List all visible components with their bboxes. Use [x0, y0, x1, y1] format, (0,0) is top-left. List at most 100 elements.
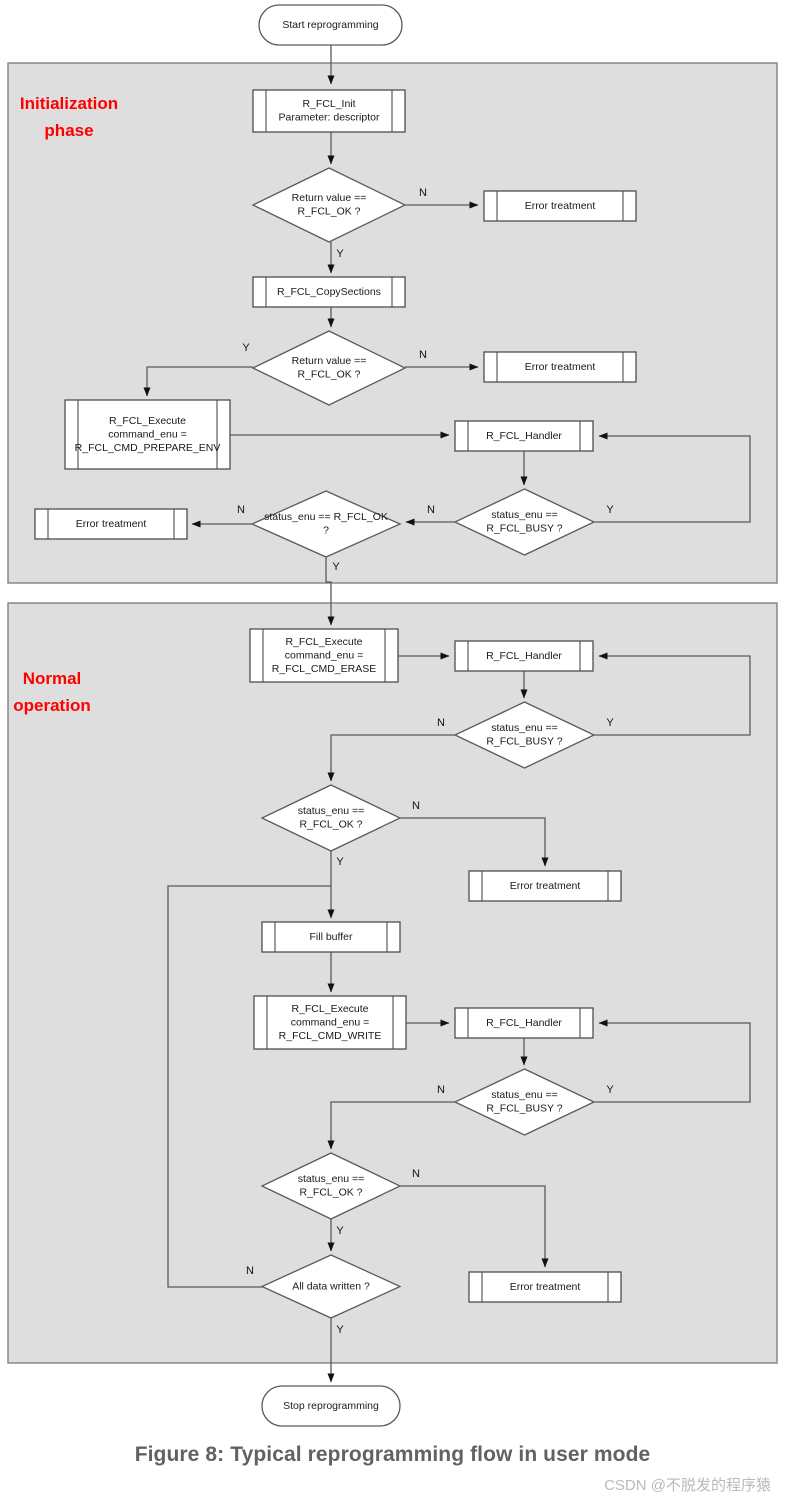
node-init-err-1: Error treatment — [483, 190, 637, 222]
node-handler-3: R_FCL_Handler — [454, 1007, 594, 1039]
phase-label-line2: phase — [44, 121, 93, 140]
node-text-line: R_FCL_Execute — [109, 415, 186, 427]
node-text-line: ? — [323, 525, 329, 537]
connector-e-busy1-loop: Y — [594, 432, 751, 523]
connector-e-ok2-err: N — [400, 800, 549, 867]
node-fill-buffer: Fill buffer — [261, 921, 401, 953]
connector-label: Y — [336, 1324, 344, 1336]
connector-e-ok2-fill: Y — [327, 851, 344, 919]
connector-label: Y — [606, 717, 614, 729]
connector-e-check2-prepare: Y — [143, 342, 253, 397]
process-shape — [454, 420, 594, 452]
process-shape — [34, 508, 188, 540]
decision-shape — [260, 784, 402, 852]
node-all-data-written: All data written ? — [260, 1254, 402, 1319]
node-text-line: All data written ? — [292, 1280, 370, 1292]
connector-e-retcheck-copy: Y — [327, 242, 344, 274]
node-ok-check-3: status_enu == R_FCL_OK ? — [260, 1152, 402, 1220]
node-busy-check-2: status_enu == R_FCL_BUSY ? — [453, 701, 596, 769]
process-shape — [468, 1271, 622, 1303]
node-text-line: R_FCL_Handler — [486, 650, 562, 662]
connector-label: N — [412, 1168, 420, 1180]
node-text-line: status_enu == R_FCL_OK — [264, 511, 388, 523]
connector-label: N — [419, 349, 427, 361]
node-text-line: Start reprogramming — [282, 19, 378, 31]
node-text-line: R_FCL_OK ? — [299, 1187, 362, 1199]
node-text-line: command_enu = — [291, 1016, 370, 1028]
node-text-line: R_FCL_CMD_PREPARE_ENV — [75, 442, 221, 454]
connector-label: Y — [332, 561, 340, 573]
node-ok-check-1: status_enu == R_FCL_OK? — [250, 490, 402, 558]
node-copy-ret-check: Return value == R_FCL_OK ? — [251, 330, 407, 406]
node-err-erase: Error treatment — [468, 870, 622, 902]
node-text-line: Parameter: descriptor — [279, 112, 380, 124]
connector-label: N — [246, 1265, 254, 1277]
watermark-text: CSDN @不脱发的程序猿 — [604, 1477, 771, 1494]
node-text-line: R_FCL_BUSY ? — [486, 736, 562, 748]
connector-e-ok3-err: N — [400, 1168, 549, 1268]
connector-label: N — [427, 504, 435, 516]
connector-line — [400, 1185, 549, 1268]
process-shape — [252, 89, 406, 133]
connector-e-ok3-alldata: Y — [327, 1219, 344, 1252]
process-shape — [64, 399, 231, 470]
node-init-ret-check: Return value == R_FCL_OK ? — [251, 167, 407, 243]
connector-line — [400, 817, 549, 867]
connector-e-busy1-ok1: N — [405, 504, 455, 526]
node-ok-check-2: status_enu ==R_FCL_OK ? — [260, 784, 402, 852]
node-text-line: R_FCL_BUSY ? — [486, 523, 562, 535]
node-text-line: status_enu == — [491, 509, 558, 521]
flow-nodes: Start reprogrammingR_FCL_InitParameter: … — [34, 4, 637, 1427]
process-shape — [483, 351, 637, 383]
connector-e-busy2-ok2: N — [327, 717, 455, 782]
node-text-line: Return value == — [292, 192, 367, 204]
node-text-line: status_enu == — [298, 1173, 365, 1185]
connector-e-ok1-down: Y — [325, 557, 340, 626]
node-text-line: Return value == — [292, 355, 367, 367]
process-shape — [468, 870, 622, 902]
connector-label: Y — [606, 504, 614, 516]
node-busy-check-1: status_enu == R_FCL_BUSY ? — [453, 488, 596, 556]
connector-e-busy3-ok3: N — [327, 1084, 455, 1150]
connector-line — [594, 432, 751, 523]
decision-shape — [251, 167, 407, 243]
connector-label: Y — [336, 1225, 344, 1237]
node-text-line: R_FCL_OK ? — [297, 369, 360, 381]
node-text-line: R_FCL_CMD_ERASE — [272, 663, 376, 675]
node-text-line: R_FCL_OK ? — [297, 206, 360, 218]
node-stop: Stop reprogramming — [261, 1385, 401, 1427]
node-text-line: Stop reprogramming — [283, 1400, 379, 1412]
node-text-line: R_FCL_Execute — [291, 1003, 368, 1015]
figure-caption: Figure 8: Typical reprogramming flow in … — [134, 1443, 651, 1466]
node-text-line: R_FCL_CMD_WRITE — [279, 1030, 382, 1042]
connector-line — [594, 1019, 751, 1103]
node-text-line: R_FCL_Init — [302, 98, 355, 110]
node-text-line: Error treatment — [76, 518, 147, 530]
node-text-line: R_FCL_Handler — [486, 430, 562, 442]
process-shape — [253, 995, 407, 1050]
node-text-line: status_enu == — [491, 722, 558, 734]
node-text-line: R_FCL_CopySections — [277, 286, 381, 298]
node-text-line: command_enu = — [285, 649, 364, 661]
decision-shape — [453, 488, 596, 556]
connector-line — [167, 885, 331, 1288]
connector-label: N — [419, 187, 427, 199]
decision-shape — [260, 1254, 402, 1319]
connector-e-check2-err2: N — [405, 349, 479, 371]
node-err-write: Error treatment — [468, 1271, 622, 1303]
terminator-shape — [261, 1385, 401, 1427]
node-text-line: R_FCL_Execute — [285, 636, 362, 648]
node-start: Start reprogramming — [258, 4, 403, 46]
connector-e-alldata-stop: Y — [327, 1318, 344, 1383]
node-text-line: Fill buffer — [310, 931, 353, 943]
process-shape — [249, 628, 399, 683]
connector-label: Y — [606, 1084, 614, 1096]
node-busy-check-3: status_enu ==R_FCL_BUSY ? — [453, 1068, 596, 1136]
connector-e-retcheck-err1: N — [405, 187, 479, 209]
